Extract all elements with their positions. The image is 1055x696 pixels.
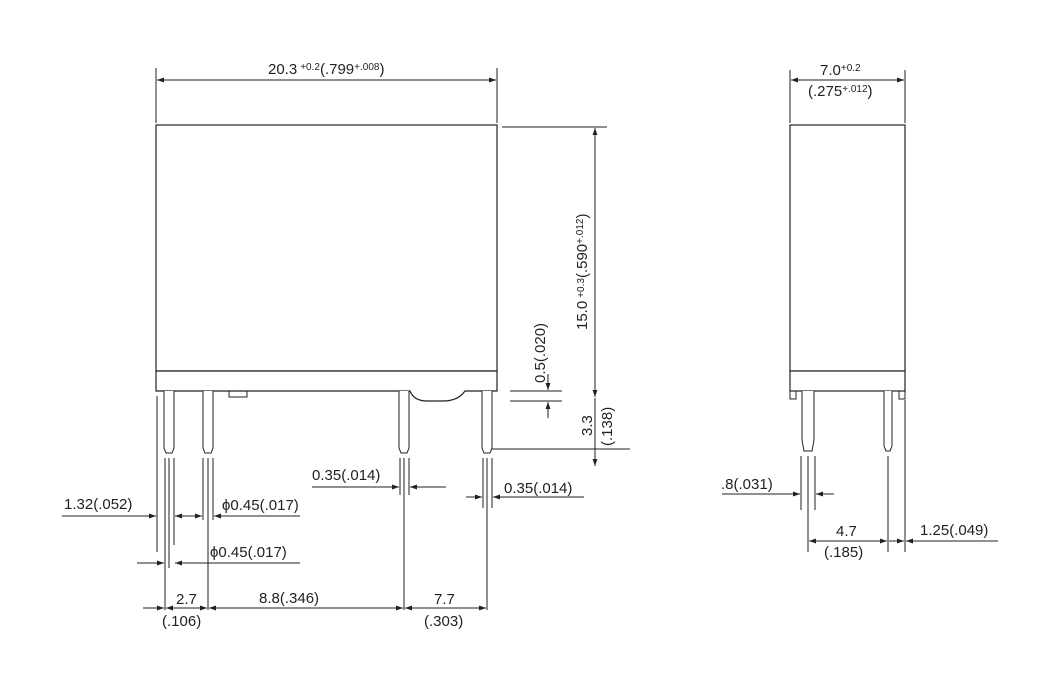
- pin-length-value: 3.3: [579, 415, 596, 436]
- pin-length-inch: (.138): [599, 407, 616, 446]
- side-foot-right: [898, 391, 906, 400]
- pitch-c-value: 7.7: [434, 591, 455, 608]
- width-value: 20.3: [268, 61, 297, 78]
- svg-text:7.0+0.2: 7.0+0.2: [820, 62, 861, 79]
- pitch-a-inch: (.106): [162, 613, 201, 630]
- svg-text:20.3+0.2(.799+.008): 20.3+0.2(.799+.008): [268, 61, 384, 78]
- pin-diameter-label-b: ϕ0.45(.017): [210, 544, 287, 561]
- depth-inch-close: ): [868, 83, 873, 100]
- side-foot-left: [789, 391, 797, 400]
- pin-offset-label: 1.25(.049): [920, 522, 988, 539]
- side-view: 7.0+0.2 (.275+.012) .8(.031) 4.7 (.: [721, 62, 998, 561]
- height-inch: (.590: [574, 244, 591, 278]
- pin-extension-lines: [156, 396, 493, 610]
- pitch-b-label: 8.8(.346): [259, 590, 319, 607]
- depth-tolerance: +0.2: [841, 63, 861, 74]
- pin-width-dimension-a: 0.35(.014): [312, 467, 446, 490]
- side-pin-1: [801, 391, 815, 452]
- pin-diameter-dimension-b: ϕ0.45(.017): [137, 544, 300, 566]
- front-pins: [163, 391, 493, 454]
- offset-label: 1.32(.052): [64, 496, 132, 513]
- front-relay-body: [155, 124, 498, 372]
- pitch-a-value: 2.7: [176, 591, 197, 608]
- width-inch-tolerance: +.008: [354, 62, 380, 73]
- side-relay-body: [789, 124, 906, 372]
- width-tolerance: +0.2: [300, 62, 320, 73]
- svg-text:15.0+0.3(.590+.012): 15.0 +0.3(.590+.012): [574, 214, 591, 330]
- depth-inch-tolerance: +.012: [842, 84, 868, 95]
- offset-dimension: 1.32(.052) ϕ0.45(.017): [62, 496, 300, 519]
- standoff-label: 0.5(.020): [532, 323, 549, 383]
- pin-width-label-b: 0.35(.014): [504, 480, 572, 497]
- pitch-c-inch: (.303): [424, 613, 463, 630]
- pin-width-label-a: 0.35(.014): [312, 467, 380, 484]
- pin-2: [202, 391, 214, 454]
- side-pin-2: [883, 391, 893, 452]
- front-view: 20.3+0.2(.799+.008) 15.0+0.3(.590+.012) …: [62, 61, 630, 630]
- side-relay-base: [789, 370, 906, 392]
- depth-inch: (.275: [808, 83, 842, 100]
- side-extension-lines: [800, 400, 906, 552]
- height-dimension: 15.0 +0.3(.590+.012): [502, 126, 607, 397]
- height-tolerance: +0.3: [576, 278, 587, 298]
- pin-width-dimension-b: 0.35(.014): [466, 480, 584, 500]
- standoff-dimension: 0.5(.020): [510, 323, 562, 418]
- pin-4: [481, 391, 493, 454]
- width-inch-close: ): [379, 61, 384, 78]
- width-dimension: 20.3+0.2(.799+.008): [155, 61, 498, 123]
- width-inch: (.799: [320, 61, 354, 78]
- height-inch-tolerance: +.012: [575, 218, 586, 244]
- pin-1: [163, 391, 175, 454]
- height-value: 15.0: [574, 301, 591, 330]
- pitch-dimensions: 2.7 (.106) 8.8(.346) 7.7 (.303): [143, 590, 486, 630]
- pin-thickness-label: .8(.031): [721, 476, 773, 493]
- depth-dimension: 7.0+0.2 (.275+.012): [789, 62, 906, 123]
- pin-spacing-value: 4.7: [836, 523, 857, 540]
- svg-text:(.275+.012): (.275+.012): [808, 83, 873, 100]
- pin-thickness-dimension: .8(.031): [721, 476, 834, 497]
- depth-value: 7.0: [820, 62, 841, 79]
- pin-spacing-dimension: 4.7 (.185) 1.25(.049): [809, 522, 998, 561]
- pin-spacing-inch: (.185): [824, 544, 863, 561]
- pin-length-dimension: 3.3 (.138): [492, 398, 630, 466]
- polarity-mark: [228, 390, 248, 398]
- pin-diameter-label-a: ϕ0.45(.017): [222, 497, 299, 514]
- height-inch-close: ): [574, 214, 591, 219]
- front-relay-base: [155, 370, 498, 402]
- pin-3: [398, 391, 410, 454]
